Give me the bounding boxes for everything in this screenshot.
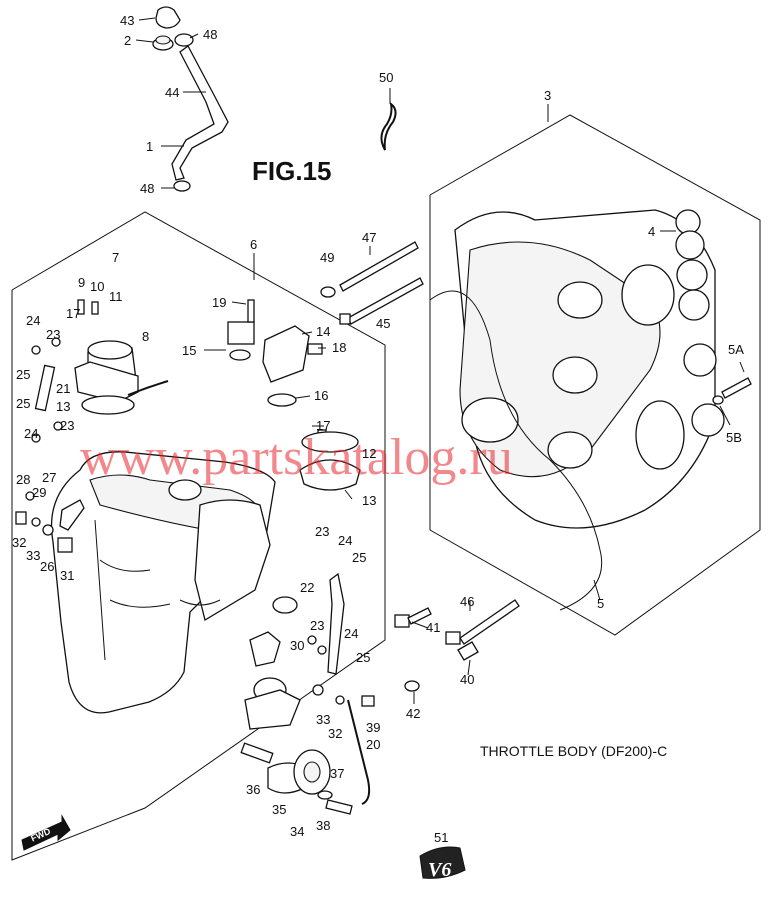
callout-25: 25 <box>16 367 30 382</box>
callout-24: 24 <box>344 626 358 641</box>
callout-23: 23 <box>60 418 74 433</box>
throttle-body-frame <box>11 211 386 861</box>
callout-10: 10 <box>90 279 104 294</box>
callout-42: 42 <box>406 706 420 721</box>
callout-23: 23 <box>315 524 329 539</box>
callout-17: 17 <box>66 306 80 321</box>
callout-17: 17 <box>316 418 330 433</box>
callout-30: 30 <box>290 638 304 653</box>
clip-part-50 <box>380 101 397 151</box>
callout-43: 43 <box>120 13 134 28</box>
callout-41: 41 <box>426 620 440 635</box>
callout-44: 44 <box>165 85 179 100</box>
callout-51: 51 <box>434 830 448 845</box>
center-sensor-assembly <box>227 299 361 491</box>
callout-32: 32 <box>12 535 26 550</box>
callout-23: 23 <box>310 618 324 633</box>
left-actuator-assembly <box>15 299 169 553</box>
callout-33: 33 <box>26 548 40 563</box>
hose-assembly <box>152 6 229 192</box>
callout-8: 8 <box>142 329 149 344</box>
callout-46: 46 <box>460 594 474 609</box>
callout-15: 15 <box>182 343 196 358</box>
callout-35: 35 <box>272 802 286 817</box>
callout-5: 5 <box>597 596 604 611</box>
callout-2: 2 <box>124 33 131 48</box>
callout-37: 37 <box>330 766 344 781</box>
fwd-arrow-icon: FWD <box>21 814 71 851</box>
figure-caption: THROTTLE BODY (DF200)-C <box>480 743 667 759</box>
callout-11: 11 <box>109 289 123 304</box>
callout-labels: 43 2 48 44 1 48 50 3 4 5A 5B 5 6 47 49 4… <box>12 13 744 845</box>
callout-50: 50 <box>379 70 393 85</box>
callout-5B: 5B <box>726 430 742 445</box>
callout-29: 29 <box>32 485 46 500</box>
callout-14: 14 <box>316 324 330 339</box>
callout-1: 1 <box>146 139 153 154</box>
callout-22: 22 <box>300 580 314 595</box>
callout-24: 24 <box>24 426 38 441</box>
callout-7: 7 <box>112 250 119 265</box>
v6-badge: V6 <box>419 846 466 881</box>
callout-20: 20 <box>366 737 380 752</box>
callout-34: 34 <box>290 824 304 839</box>
callout-23: 23 <box>46 327 60 342</box>
callout-24: 24 <box>26 313 40 328</box>
callout-3: 3 <box>544 88 551 103</box>
callout-31: 31 <box>60 568 74 583</box>
callout-36: 36 <box>246 782 260 797</box>
callout-45: 45 <box>376 316 390 331</box>
callout-48: 48 <box>203 27 217 42</box>
callout-49: 49 <box>320 250 334 265</box>
figure-title: FIG.15 <box>252 156 331 186</box>
callout-9: 9 <box>78 275 85 290</box>
watermark: www.partskatalog.ru <box>80 429 513 486</box>
callout-18: 18 <box>332 340 346 355</box>
callout-32: 32 <box>328 726 342 741</box>
leader-lines <box>135 17 745 704</box>
throttle-body-housing <box>50 451 298 714</box>
callout-25: 25 <box>16 396 30 411</box>
callout-38: 38 <box>316 818 330 833</box>
callout-12: 12 <box>362 446 376 461</box>
linkage-assembly <box>240 572 375 815</box>
callout-21: 21 <box>56 381 70 396</box>
callout-48: 48 <box>140 181 154 196</box>
callout-25: 25 <box>356 650 370 665</box>
callout-47: 47 <box>362 230 376 245</box>
callout-4: 4 <box>648 224 655 239</box>
callout-26: 26 <box>40 559 54 574</box>
callout-40: 40 <box>460 672 474 687</box>
bolts <box>320 241 752 692</box>
callout-25: 25 <box>352 550 366 565</box>
callout-24: 24 <box>338 533 352 548</box>
callout-27: 27 <box>42 470 56 485</box>
svg-text:V6: V6 <box>428 859 451 881</box>
callout-13: 13 <box>362 493 376 508</box>
callout-6: 6 <box>250 237 257 252</box>
callout-16: 16 <box>314 388 328 403</box>
callout-33: 33 <box>316 712 330 727</box>
callout-28: 28 <box>16 472 30 487</box>
callout-13: 13 <box>56 399 70 414</box>
callout-39: 39 <box>366 720 380 735</box>
callout-19: 19 <box>212 295 226 310</box>
callout-5A: 5A <box>728 342 744 357</box>
intake-manifold-frame <box>429 114 761 636</box>
intake-manifold <box>429 209 716 611</box>
gasket-part-4 <box>675 209 725 437</box>
